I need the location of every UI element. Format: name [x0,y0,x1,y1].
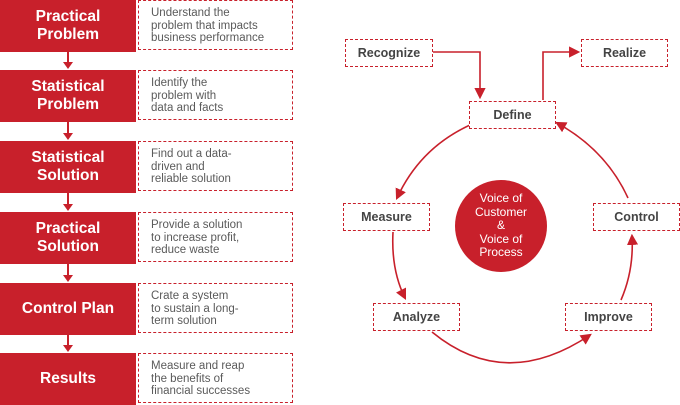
define-to-measure-arrow [395,124,471,201]
recognize-to-define-arrow [433,51,486,100]
description-line: problem that impacts [151,19,258,32]
step-title-line: Results [40,370,96,388]
description-line: business performance [151,32,265,44]
improve-to-control-arrow [620,233,639,301]
description-line: driven and [151,160,205,173]
control-to-define-arrow [555,121,629,199]
node-realize: Realize [581,39,668,67]
step-title-box: Results [0,353,136,405]
center-line: Process [479,245,523,260]
step-title-line: Problem [36,26,99,43]
voice-of-customer-circle: Voice of Customer & Voice of Process [455,180,547,272]
description-line: problem with [151,89,217,102]
description-line: term solution [151,315,217,327]
description-line: Measure and reap [151,360,245,372]
step-title-box: Control Plan [0,283,136,335]
connector-line [67,193,69,204]
description-line: Understand the [151,7,230,19]
step-control-plan: Control Plan Crate a system to sustain a… [0,283,680,335]
description-line: to sustain a long- [151,302,239,315]
step-description: Provide a solution to increase profit, r… [138,212,293,262]
down-arrow-icon [63,275,73,282]
step-title-line: Solution [36,167,99,184]
step-description: Understand the problem that impacts busi… [138,0,293,50]
connector-line [67,264,69,275]
step-results: Results Measure and reap the benefits of… [0,353,680,405]
node-improve: Improve [565,303,652,331]
step-description: Crate a system to sustain a long- term s… [138,283,293,333]
center-line: & [496,218,505,233]
description-line: Identify the [151,77,208,89]
node-analyze: Analyze [373,303,460,331]
measure-to-analyze-arrow [391,231,407,301]
description-line: reduce waste [151,244,220,256]
define-to-realize-arrow [542,46,581,100]
step-title-line: Practical [35,8,101,26]
node-define: Define [469,101,556,129]
connector-line [67,52,69,62]
center-line: Voice of [479,191,523,206]
connector-line [67,122,69,133]
description-line: Find out a data- [151,148,232,160]
description-line: the benefits of [151,372,224,385]
down-arrow-icon [63,62,73,69]
center-line: Voice of [479,231,523,246]
step-title-line: Practical [35,220,101,238]
step-description: Identify the problem with data and facts [138,70,293,120]
description-line: financial successes [151,385,251,397]
step-description: Find out a data- driven and reliable sol… [138,141,293,191]
node-measure: Measure [343,203,430,231]
step-title-line: Control Plan [21,300,115,318]
description-line: data and facts [151,102,224,114]
step-description: Measure and reap the benefits of financi… [138,353,293,403]
description-line: to increase profit, [151,231,240,244]
step-title-line: Statistical [31,149,105,167]
node-control: Control [593,203,680,231]
step-title-line: Problem [36,96,99,113]
step-title-line: Solution [36,238,99,255]
description-line: Crate a system [151,290,229,302]
down-arrow-icon [63,133,73,140]
center-line: Customer [474,204,527,219]
node-recognize: Recognize [345,39,433,67]
down-arrow-icon [63,345,73,352]
description-line: Provide a solution [151,219,243,231]
down-arrow-icon [63,204,73,211]
analyze-to-improve-arrow [431,331,592,364]
step-title-line: Statistical [31,78,105,96]
connector-line [67,335,69,345]
description-line: reliable solution [151,173,231,185]
